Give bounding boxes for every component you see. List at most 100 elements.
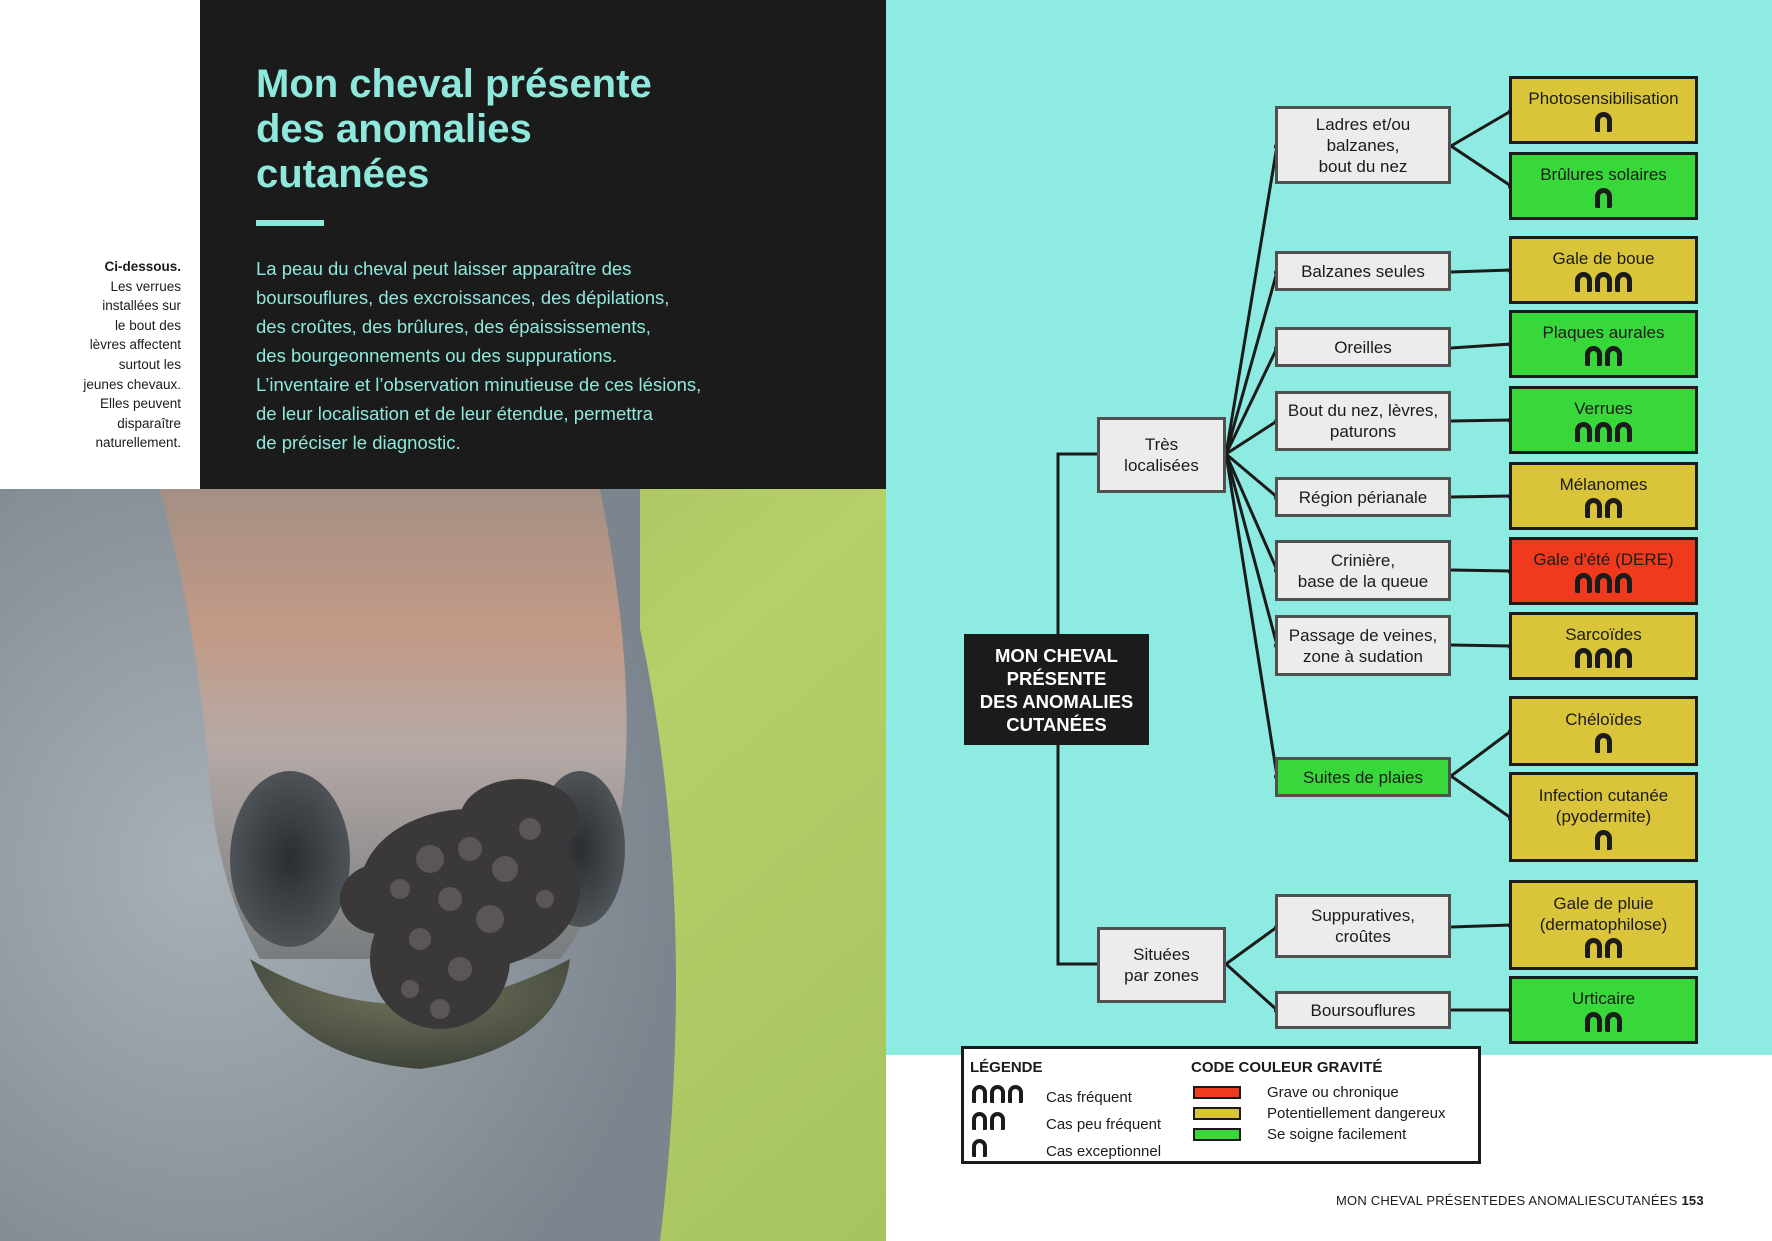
leaf-gale-ete: Gale d'été (DERE)	[1509, 537, 1698, 605]
node-tres-localisees: Très localisées	[1097, 417, 1226, 493]
leaf-label: Gale de pluie (dermatophilose)	[1539, 893, 1668, 934]
legend-freq-2: Cas peu fréquent	[1046, 1116, 1162, 1133]
node-situees-par-zones: Situées par zones	[1097, 927, 1226, 1003]
frequency-icons	[972, 1139, 987, 1157]
horseshoe-icon	[1575, 648, 1592, 668]
frequency-icons	[1575, 422, 1632, 442]
leaf-label: Brûlures solaires	[1540, 165, 1667, 184]
frequency-icons	[1575, 272, 1632, 292]
left-page: Mon cheval présente des anomalies cutané…	[0, 0, 886, 1241]
swatch-green	[1193, 1128, 1241, 1141]
legend-green: Se soigne facilement	[1267, 1126, 1407, 1143]
frequency-icons	[1585, 937, 1622, 958]
horseshoe-icon	[1615, 422, 1632, 442]
node-ladres-balzanes: Ladres et/ou balzanes, bout du nez	[1275, 106, 1451, 184]
horseshoe-icon	[972, 1139, 987, 1157]
horseshoe-icon	[1605, 1012, 1622, 1032]
horseshoe-icon	[990, 1085, 1005, 1103]
leaf-label: Gale d'été (DERE)	[1533, 550, 1674, 569]
legend-freq-3: Cas fréquent	[1046, 1089, 1132, 1106]
title-underline	[256, 220, 324, 226]
photo-caption: Ci-dessous. Les verrues installées sur l…	[40, 257, 181, 453]
leaf-label: Sarcoïdes	[1565, 625, 1642, 644]
leaf-photosensibilisation: Photosensibilisation	[1509, 76, 1698, 144]
caption-text: Les verrues installées sur le bout des l…	[83, 278, 181, 451]
leaf-label: Urticaire	[1571, 989, 1636, 1008]
frequency-icons	[1595, 733, 1612, 753]
horseshoe-icon	[1595, 829, 1612, 850]
legend: LÉGENDE Cas fréquent Cas peu fréquent Ca…	[961, 1046, 1481, 1164]
legend-red: Grave ou chronique	[1267, 1084, 1399, 1101]
intro-paragraph: La peau du cheval peut laisser apparaîtr…	[256, 258, 702, 453]
node-suppuratives: Suppuratives, croûtes	[1275, 894, 1451, 958]
leaf-gale-de-pluie: Gale de pluie (dermatophilose)	[1509, 880, 1698, 970]
horseshoe-icon	[1585, 1012, 1602, 1032]
horseshoe-icon	[1605, 937, 1622, 958]
horseshoe-icon	[1585, 346, 1602, 366]
leaf-label: Chéloïdes	[1565, 710, 1642, 729]
diagram-root: MON CHEVAL PRÉSENTE DES ANOMALIES CUTANÉ…	[964, 634, 1149, 745]
leaf-label: Verrues	[1574, 399, 1633, 418]
horseshoe-icon	[1585, 498, 1602, 518]
node-region-perianale: Région périanale	[1275, 477, 1451, 517]
legend-color-title: CODE COULEUR GRAVITÉ	[1191, 1059, 1383, 1076]
footer-running-title: MON CHEVAL PRÉSENTEDES ANOMALIESCUTANÉES	[1336, 1193, 1678, 1208]
horseshoe-icon	[1605, 346, 1622, 366]
frequency-icons	[1585, 498, 1622, 518]
horseshoe-icon	[1615, 272, 1632, 292]
frequency-icons	[972, 1112, 1005, 1130]
horseshoe-icon	[1008, 1085, 1023, 1103]
leaf-sarcoides: Sarcoïdes	[1509, 612, 1698, 680]
horse-muzzle-photo	[0, 489, 886, 1241]
leaf-verrues: Verrues	[1509, 386, 1698, 454]
leaf-brulures-solaires: Brûlures solaires	[1509, 152, 1698, 220]
horseshoe-icon	[1605, 498, 1622, 518]
swatch-yellow	[1193, 1107, 1241, 1120]
node-balzanes-seules: Balzanes seules	[1275, 251, 1451, 291]
leaf-urticaire: Urticaire	[1509, 976, 1698, 1044]
legend-freq-1: Cas exceptionnel	[1046, 1143, 1162, 1160]
leaf-label: Gale de boue	[1552, 249, 1655, 268]
horseshoe-icon	[1615, 573, 1632, 593]
horseshoe-icon	[1595, 648, 1612, 668]
frequency-icons	[1585, 1012, 1622, 1032]
node-passage-veines: Passage de veines, zone à sudation	[1275, 615, 1451, 676]
horseshoe-icon	[972, 1112, 987, 1130]
frequency-icons	[1595, 112, 1612, 132]
swatch-red	[1193, 1086, 1241, 1099]
frequency-icons	[1575, 573, 1632, 593]
horseshoe-icon	[1575, 573, 1592, 593]
horseshoe-icon	[1595, 573, 1612, 593]
horseshoe-icon	[1595, 422, 1612, 442]
legend-yellow: Potentiellement dangereux	[1267, 1105, 1446, 1122]
leaf-infection-cutanee: Infection cutanée (pyodermite)	[1509, 772, 1698, 862]
title-panel	[200, 0, 886, 489]
leaf-label: Plaques aurales	[1542, 323, 1665, 342]
horseshoe-icon	[1575, 272, 1592, 292]
node-bout-du-nez: Bout du nez, lèvres, paturons	[1275, 391, 1451, 451]
horseshoe-icon	[1615, 648, 1632, 668]
leaf-plaques-aurales: Plaques aurales	[1509, 310, 1698, 378]
caption-heading: Ci-dessous.	[104, 259, 181, 274]
frequency-icons	[972, 1085, 1023, 1103]
frequency-icons	[1595, 188, 1612, 208]
legend-title: LÉGENDE	[970, 1059, 1043, 1076]
horseshoe-icon	[1595, 733, 1612, 753]
page-footer: MON CHEVAL PRÉSENTEDES ANOMALIESCUTANÉES…	[1336, 1193, 1704, 1208]
frequency-icons	[1575, 648, 1632, 668]
leaf-label: Infection cutanée (pyodermite)	[1538, 785, 1669, 826]
page-title: Mon cheval présente des anomalies cutané…	[256, 62, 652, 196]
horseshoe-icon	[1595, 112, 1612, 132]
horseshoe-icon	[990, 1112, 1005, 1130]
frequency-icons	[1585, 346, 1622, 366]
leaf-gale-de-boue: Gale de boue	[1509, 236, 1698, 304]
node-boursouflures: Boursouflures	[1275, 991, 1451, 1029]
leaf-cheloides: Chéloïdes	[1509, 696, 1698, 766]
frequency-icons	[1595, 829, 1612, 850]
leaf-melanomes: Mélanomes	[1509, 462, 1698, 530]
horseshoe-icon	[1595, 188, 1612, 208]
leaf-label: Mélanomes	[1559, 475, 1648, 494]
node-oreilles: Oreilles	[1275, 327, 1451, 367]
horseshoe-icon	[1585, 937, 1602, 958]
